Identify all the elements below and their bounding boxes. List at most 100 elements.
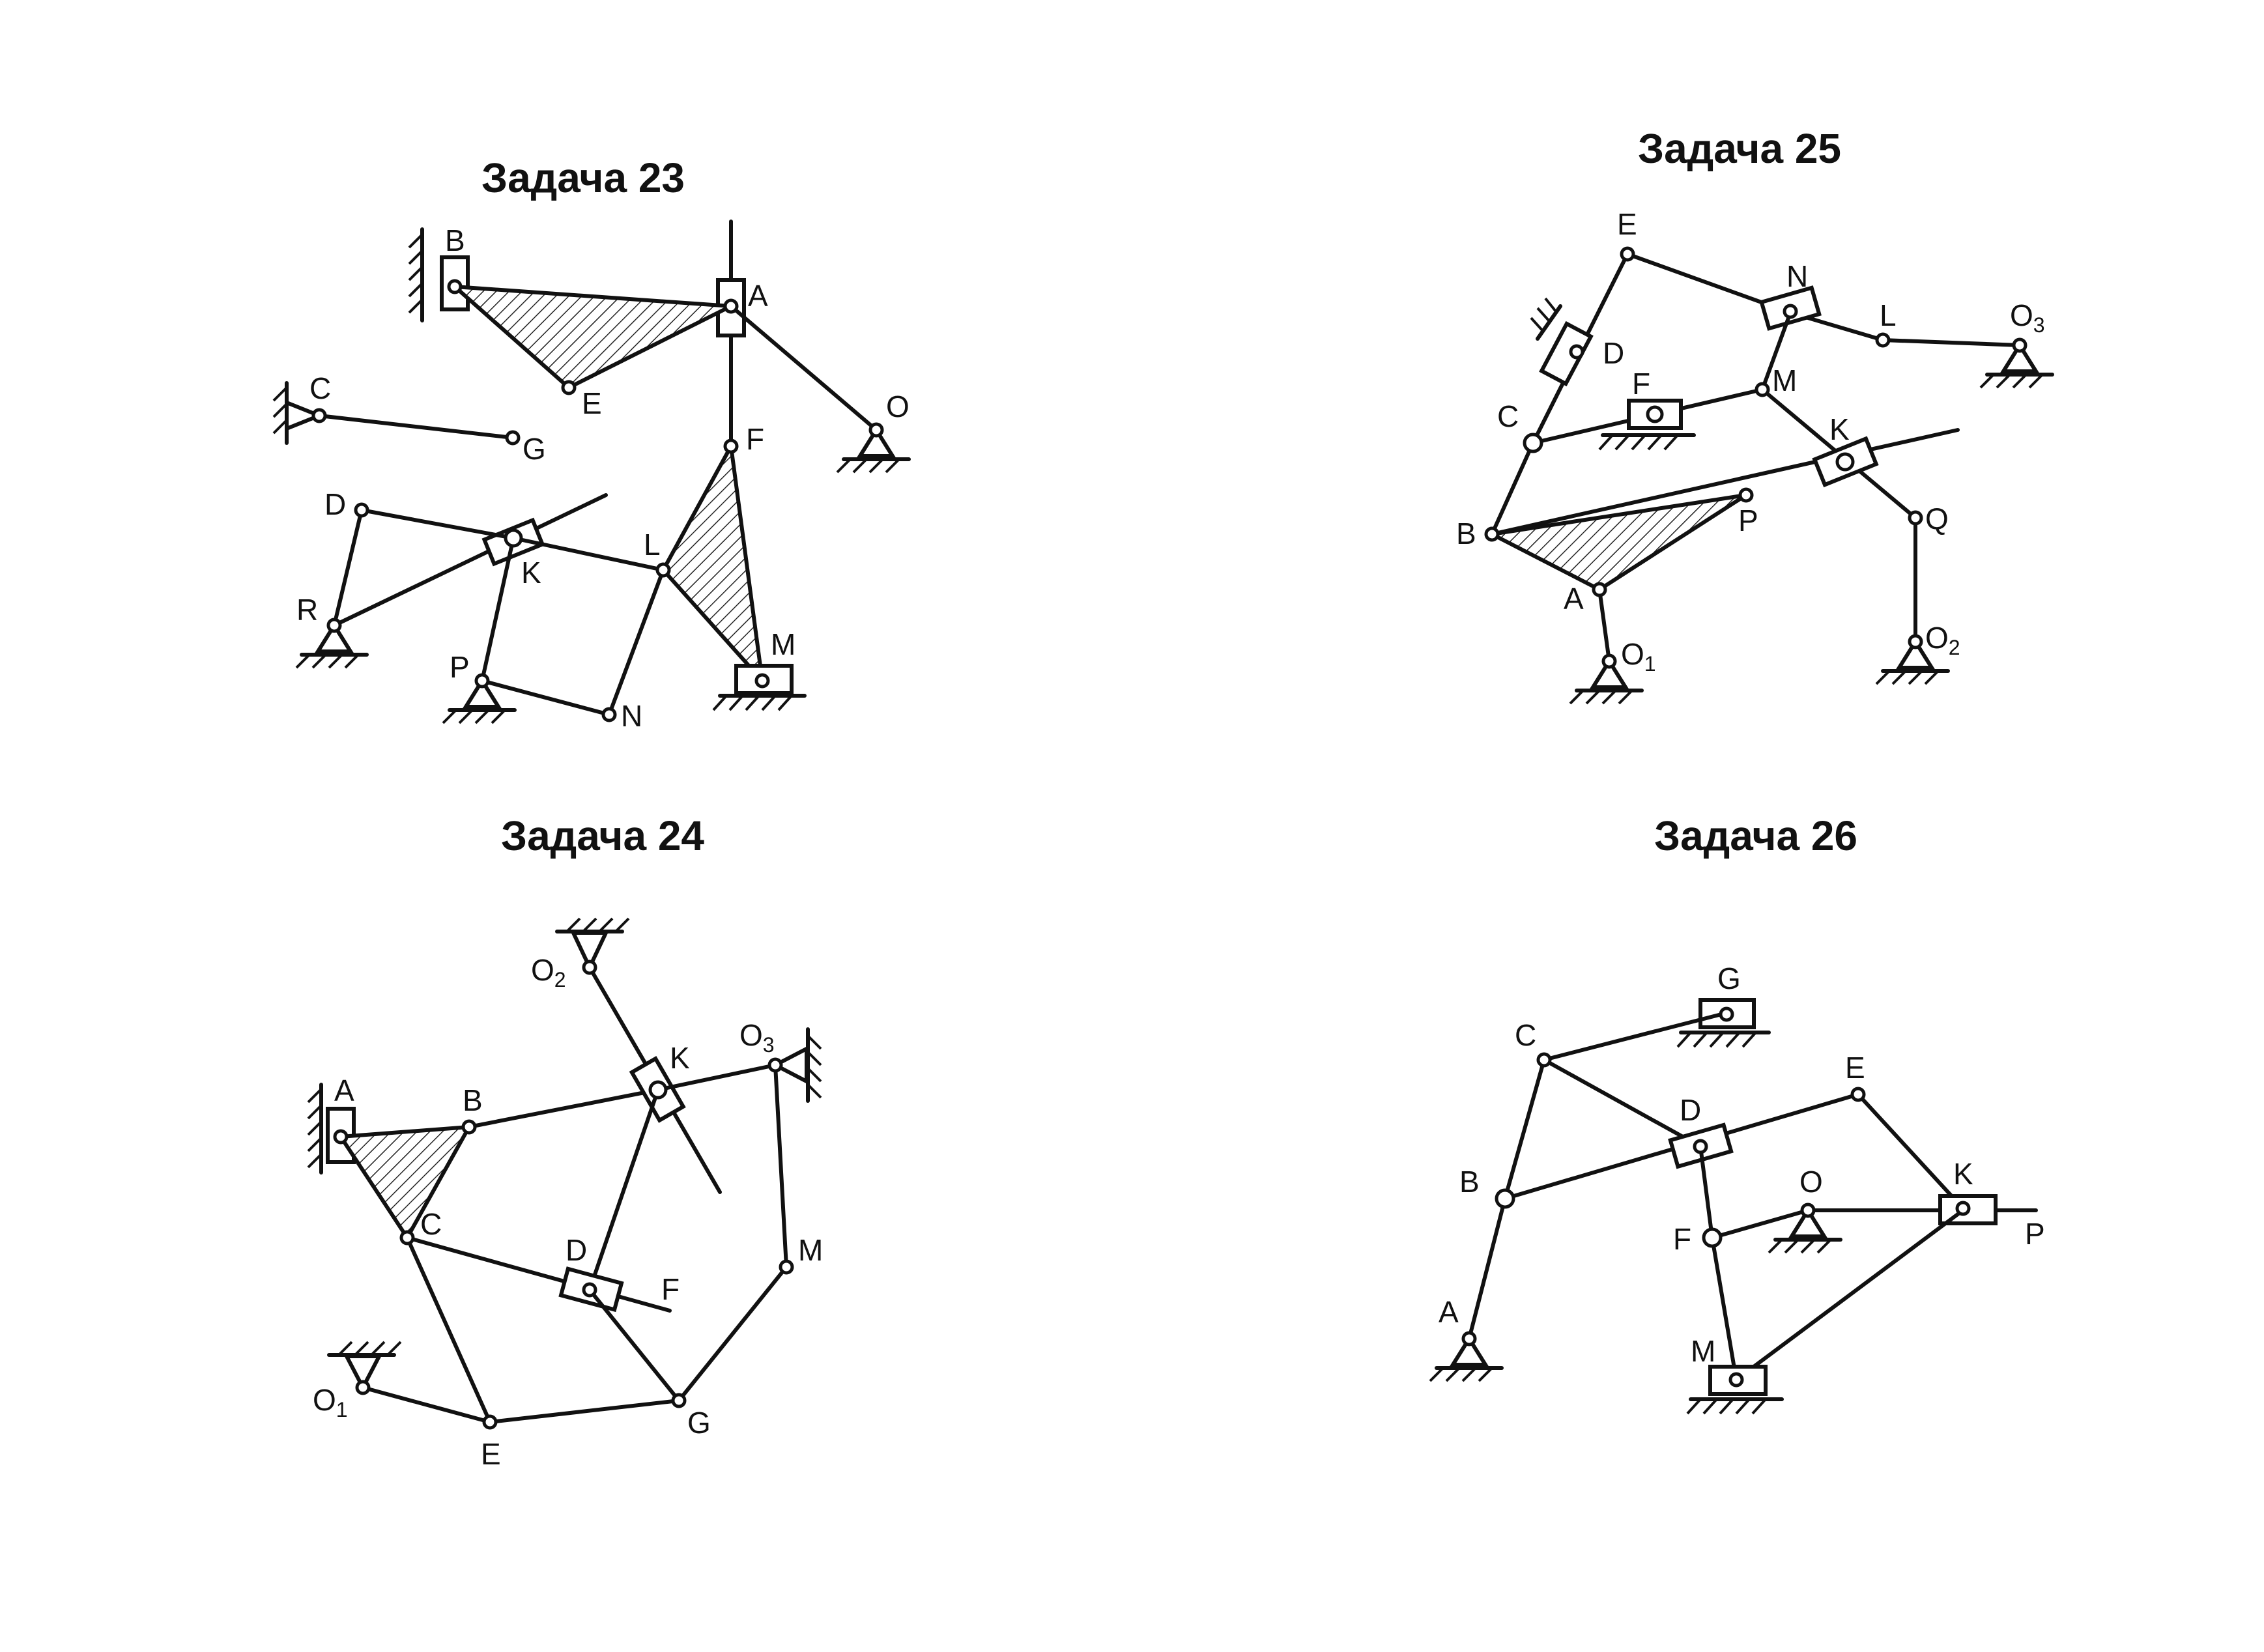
link-ao bbox=[729, 304, 878, 432]
label-b: B bbox=[463, 1083, 483, 1117]
label-m: M bbox=[1691, 1334, 1715, 1368]
label-d: D bbox=[1680, 1093, 1701, 1127]
label-o2: O2 bbox=[531, 953, 566, 991]
label-g: G bbox=[523, 432, 546, 466]
joint-a bbox=[1592, 582, 1607, 597]
label-a: A bbox=[748, 279, 768, 313]
link-o3m bbox=[773, 1063, 788, 1269]
joint-d bbox=[1693, 1139, 1708, 1154]
joint-o1 bbox=[355, 1380, 371, 1395]
joint-e bbox=[482, 1414, 498, 1430]
link-ko3 bbox=[656, 1063, 777, 1092]
joint-n bbox=[601, 707, 617, 722]
slider-k bbox=[1938, 1194, 1998, 1225]
ground-g-hatch bbox=[1676, 1031, 1757, 1048]
joint-f bbox=[1702, 1227, 1723, 1248]
label-e: E bbox=[1845, 1051, 1865, 1085]
label-m: M bbox=[1772, 363, 1797, 397]
support-r bbox=[314, 621, 354, 653]
joint-c bbox=[1523, 433, 1543, 453]
problem-26: Задача 26 bbox=[1429, 812, 2045, 1415]
label-b: B bbox=[1456, 517, 1476, 550]
link-kl bbox=[511, 536, 665, 572]
joint-k bbox=[648, 1080, 668, 1100]
label-b: B bbox=[445, 223, 465, 257]
label-o3: O3 bbox=[739, 1018, 775, 1057]
label-n: N bbox=[1786, 259, 1808, 293]
joint-b bbox=[461, 1119, 477, 1135]
ground-m-hatch bbox=[1686, 1398, 1767, 1415]
link-cg bbox=[1542, 1011, 1728, 1062]
joint-a bbox=[1461, 1331, 1477, 1346]
label-c: C bbox=[1497, 399, 1519, 433]
plate-bpa bbox=[1485, 493, 1747, 592]
label-c: C bbox=[309, 371, 331, 405]
link-fm bbox=[1710, 1236, 1738, 1382]
label-e: E bbox=[582, 386, 602, 420]
joint-f bbox=[1646, 405, 1664, 423]
label-p: P bbox=[1738, 504, 1758, 537]
wall-a-hatch bbox=[307, 1088, 322, 1169]
joint-n bbox=[1783, 304, 1798, 319]
ground-o2-hatch bbox=[1875, 670, 1940, 685]
joint-m bbox=[1755, 382, 1770, 397]
link-ba bbox=[1467, 1197, 1507, 1341]
joint-l bbox=[655, 562, 671, 578]
joint-e bbox=[1620, 246, 1635, 262]
label-o1: O1 bbox=[1621, 637, 1656, 676]
joint-p bbox=[474, 673, 490, 689]
link-ek bbox=[1856, 1092, 1965, 1210]
label-k: K bbox=[521, 556, 541, 590]
joint-l bbox=[1875, 332, 1891, 348]
support-o bbox=[856, 426, 896, 458]
link-df bbox=[1698, 1145, 1714, 1240]
link-kp bbox=[480, 536, 515, 683]
joint-q bbox=[1908, 510, 1923, 526]
label-k: K bbox=[1953, 1157, 1973, 1191]
link-ao1 bbox=[1598, 588, 1611, 663]
plate-abc bbox=[337, 1124, 473, 1242]
link-pn bbox=[480, 679, 611, 717]
joint-g bbox=[505, 430, 521, 446]
link-nl bbox=[607, 568, 665, 717]
problem-23-title: Задача 23 bbox=[481, 154, 685, 201]
joint-b bbox=[447, 279, 463, 294]
label-l: L bbox=[1880, 298, 1897, 332]
joint-k bbox=[1835, 452, 1855, 472]
link-cd bbox=[1542, 1058, 1702, 1148]
ground-o2-hatch bbox=[566, 917, 630, 933]
link-km bbox=[1734, 1208, 1965, 1382]
support-o1 bbox=[1589, 657, 1629, 689]
label-k: K bbox=[670, 1041, 690, 1075]
slider-d bbox=[1539, 320, 1594, 387]
link-dr bbox=[332, 508, 364, 627]
problem-25: Задача 25 bbox=[1456, 125, 2054, 705]
label-f: F bbox=[1632, 367, 1650, 401]
label-q: Q bbox=[1925, 502, 1949, 535]
link-mg bbox=[677, 1265, 788, 1403]
joint-o3 bbox=[2012, 337, 2028, 353]
label-m: M bbox=[798, 1233, 823, 1267]
joint-b bbox=[1484, 526, 1500, 542]
joint-g bbox=[671, 1393, 687, 1408]
joint-o3 bbox=[767, 1057, 783, 1073]
problem-23: Задача 23 bbox=[272, 154, 911, 733]
label-f: F bbox=[661, 1272, 680, 1306]
joint-o2 bbox=[582, 960, 597, 975]
wall-b-hatch bbox=[408, 233, 423, 314]
ground-o1-hatch bbox=[337, 1341, 402, 1356]
joint-k bbox=[1955, 1201, 1971, 1216]
support-o2 bbox=[1895, 638, 1936, 670]
joint-o bbox=[868, 422, 884, 438]
label-b: B bbox=[1459, 1165, 1480, 1199]
support-p bbox=[462, 677, 502, 709]
ground-o1-hatch bbox=[1569, 689, 1633, 705]
joint-o bbox=[1800, 1203, 1816, 1218]
ground-a-hatch bbox=[1429, 1367, 1493, 1382]
joint-a bbox=[723, 298, 739, 314]
problem-26-title: Задача 26 bbox=[1654, 812, 1857, 859]
ground-c-hatch bbox=[272, 386, 288, 434]
label-p: P bbox=[2025, 1217, 2045, 1251]
link-nm bbox=[1760, 311, 1792, 392]
